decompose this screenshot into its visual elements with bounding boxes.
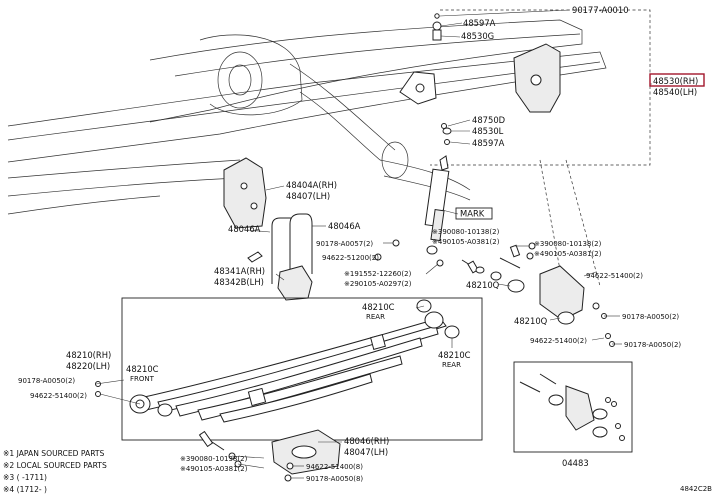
spring-bumper-plate bbox=[198, 429, 341, 482]
label-48210-rh: 48210(RH) bbox=[66, 350, 111, 360]
label-48540-lh[interactable]: 48540(LH) bbox=[653, 87, 697, 97]
label-mark: MARK bbox=[460, 209, 485, 219]
label-48750d: 48750D bbox=[472, 115, 505, 125]
label-94622-51400-left: 94622-51400(2) bbox=[30, 392, 87, 400]
label-48341a-rh: 48341A(RH) bbox=[214, 266, 265, 276]
label-04483: 04483 bbox=[562, 458, 589, 468]
label-90178-a0050-left: 90178-A0050(2) bbox=[18, 377, 75, 385]
label-390080-c: ※390080-10138(2) bbox=[180, 455, 248, 463]
label-48210q-a: 48210Q bbox=[466, 280, 500, 290]
leader-lines bbox=[95, 9, 622, 479]
label-390080-b: ※390080-10138(2) bbox=[534, 240, 602, 248]
label-390080-a: ※390080-10138(2) bbox=[432, 228, 500, 236]
rear-shackle bbox=[507, 265, 615, 347]
spring-seat-bracket bbox=[223, 157, 267, 229]
label-rear-bottom: REAR bbox=[442, 361, 461, 369]
label-48210c-rear-top: 48210C bbox=[362, 302, 395, 312]
label-48210c-rear-bottom: 48210C bbox=[438, 350, 471, 360]
label-290105: ※290105-A0297(2) bbox=[344, 280, 412, 288]
shock-absorber bbox=[424, 155, 450, 267]
label-90178-a0050-right-1: 90178-A0050(2) bbox=[622, 313, 679, 321]
label-48046a-right: 48046A bbox=[328, 221, 361, 231]
label-94622-51400-right-2: 94622-51400(2) bbox=[530, 337, 587, 345]
mark-box bbox=[455, 207, 493, 220]
shackle-kit bbox=[519, 373, 625, 441]
label-48210c-front: 48210C bbox=[126, 364, 159, 374]
part-labels: 90177-A0010 48597A 48530G 48530(RH) 4854… bbox=[18, 5, 712, 493]
footnote-2: ※2 LOCAL SOURCED PARTS bbox=[3, 461, 107, 470]
label-48597a-bottom: 48597A bbox=[472, 138, 505, 148]
label-48597a-top: 48597A bbox=[463, 18, 496, 28]
label-48046-rh: 48046(RH) bbox=[344, 436, 389, 446]
label-48530-rh[interactable]: 48530(RH) bbox=[653, 76, 698, 86]
shock-hardware bbox=[374, 239, 536, 281]
label-90178-a0057: 90178-A0057(2) bbox=[316, 240, 373, 248]
label-490105-c: ※490105-A0381(2) bbox=[180, 465, 248, 473]
label-191552: ※191552-12260(2) bbox=[344, 270, 412, 278]
footnote-3: ※3 ( -1711) bbox=[3, 473, 47, 482]
label-90178-a0050-right-2: 90178-A0050(2) bbox=[624, 341, 681, 349]
leaf-spring bbox=[95, 299, 460, 423]
label-90177: 90177-A0010 bbox=[572, 5, 629, 15]
label-48046a-left: 48046A bbox=[228, 224, 261, 234]
footnote-1: ※1 JAPAN SOURCED PARTS bbox=[3, 449, 105, 458]
upper-shackle-hanger bbox=[399, 13, 561, 145]
u-bolts bbox=[247, 213, 313, 284]
label-48404a-rh: 48404A(RH) bbox=[286, 180, 337, 190]
label-94622-51400-right: 94622-51400(2) bbox=[586, 272, 643, 280]
label-94622-51200: 94622-51200(2) bbox=[322, 254, 379, 262]
footnotes: ※1 JAPAN SOURCED PARTS ※2 LOCAL SOURCED … bbox=[3, 449, 107, 494]
label-48407-lh: 48407(LH) bbox=[286, 191, 330, 201]
label-48220-lh: 48220(LH) bbox=[66, 361, 110, 371]
label-490105-b: ※490105-A0381(2) bbox=[534, 250, 602, 258]
label-rear-top: REAR bbox=[366, 313, 385, 321]
highlight-box bbox=[649, 73, 705, 87]
footnote-4: ※4 (1712- ) bbox=[3, 485, 47, 494]
shackle-kit-box bbox=[513, 361, 633, 453]
label-48530g: 48530G bbox=[461, 31, 494, 41]
label-490105-a: ※490105-A0381(2) bbox=[432, 238, 500, 246]
label-94622-51400-center: 94622-51400(8) bbox=[306, 463, 363, 471]
label-48047-lh: 48047(LH) bbox=[344, 447, 388, 457]
figure-code: 4842C2B bbox=[680, 485, 712, 493]
label-90178-a0050-center: 90178-A0050(8) bbox=[306, 475, 363, 483]
label-front: FRONT bbox=[130, 375, 155, 383]
label-48342b-lh: 48342B(LH) bbox=[214, 277, 264, 287]
label-48530l: 48530L bbox=[472, 126, 504, 136]
label-48210q-b: 48210Q bbox=[514, 316, 548, 326]
